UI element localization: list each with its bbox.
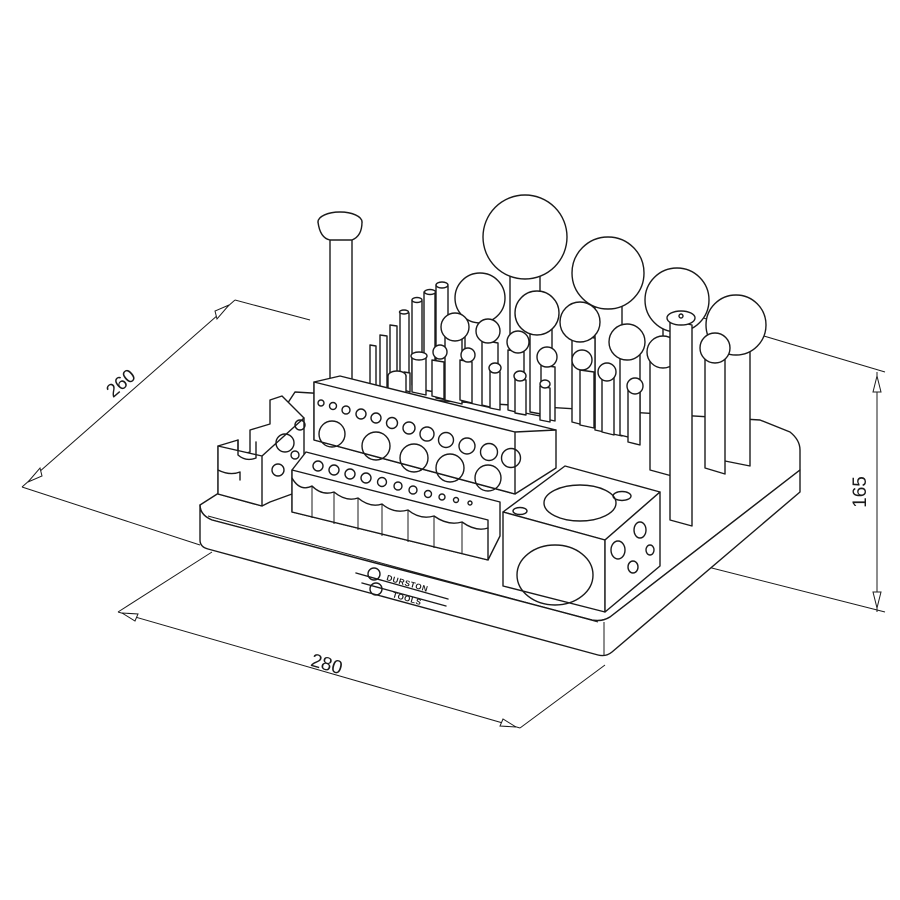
- dimension-label-depth: 260: [103, 366, 141, 403]
- punch-set: [317, 194, 767, 527]
- hole-block: [313, 375, 557, 495]
- swage-block: [217, 395, 306, 507]
- dimension-label-height: 165: [850, 476, 871, 508]
- grooved-block: [291, 451, 501, 561]
- dapping-cube: [502, 465, 661, 613]
- dimension-280: 280: [117, 551, 606, 729]
- dimension-label-width: 280: [308, 650, 344, 679]
